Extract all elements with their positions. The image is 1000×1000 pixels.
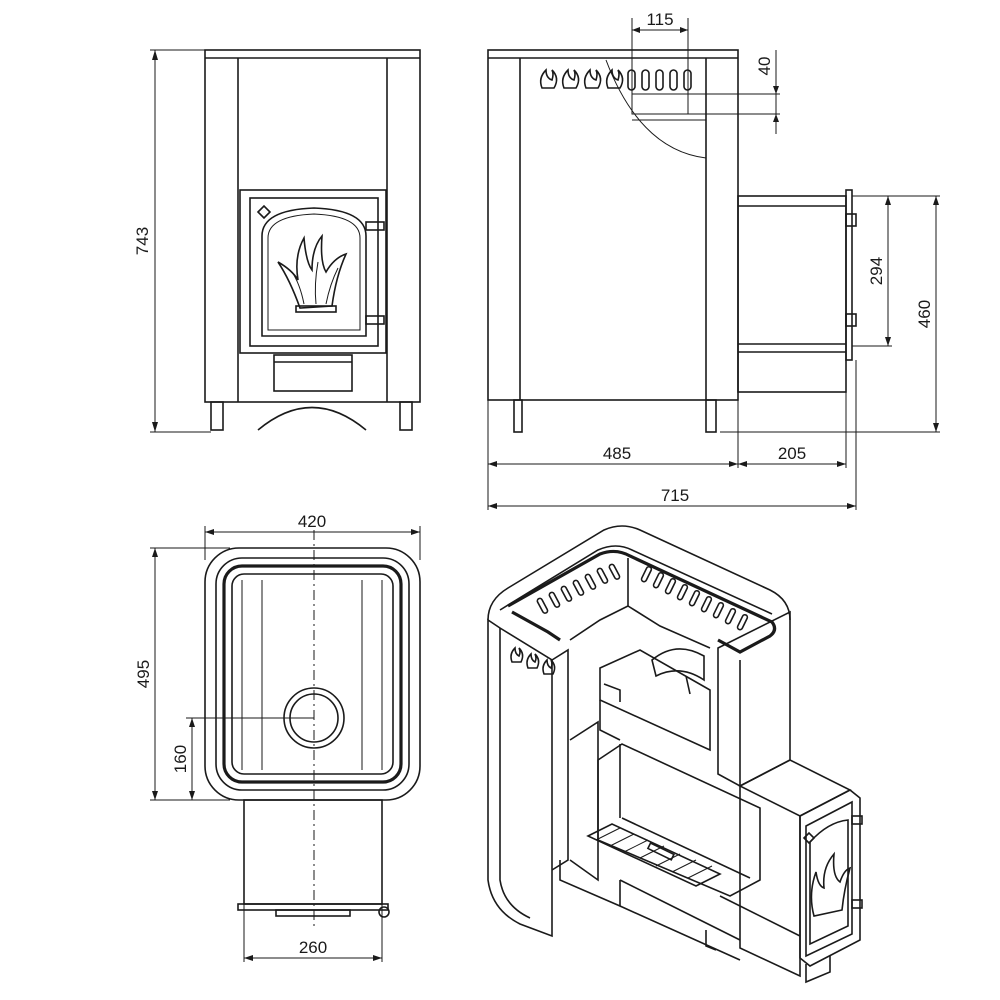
dim-460: 460 — [915, 300, 934, 328]
front-door-frame — [239, 189, 387, 354]
iso-flame-icon — [810, 851, 852, 917]
iso-flame-icons — [510, 646, 556, 675]
front-view: 743 — [133, 49, 421, 433]
front-door — [249, 197, 379, 347]
dim-40: 40 — [755, 57, 774, 76]
dim-743: 743 — [133, 227, 152, 255]
dim-115: 115 — [646, 10, 673, 29]
plan-view: 420 495 160 260 — [134, 512, 421, 962]
dim-715: 715 — [661, 486, 689, 505]
dim-160: 160 — [171, 745, 190, 773]
dim-260: 260 — [299, 938, 327, 957]
isometric-cutaway — [487, 525, 863, 984]
dim-420: 420 — [298, 512, 326, 531]
iso-vent-slots-left — [536, 563, 621, 614]
iso-vent-slots-right — [640, 565, 749, 631]
side-flame-icons — [539, 68, 624, 89]
dim-485: 485 — [603, 444, 631, 463]
dim-294: 294 — [867, 257, 886, 285]
side-vent-slots — [627, 69, 692, 91]
iso-door-frame — [799, 789, 861, 967]
iso-grate — [586, 823, 722, 887]
iso-chimney-hole — [651, 648, 705, 682]
dim-205: 205 — [778, 444, 806, 463]
side-view: 115 40 294 460 485 205 715 — [487, 10, 940, 510]
dim-495: 495 — [134, 660, 153, 688]
flame-icon — [277, 233, 348, 309]
